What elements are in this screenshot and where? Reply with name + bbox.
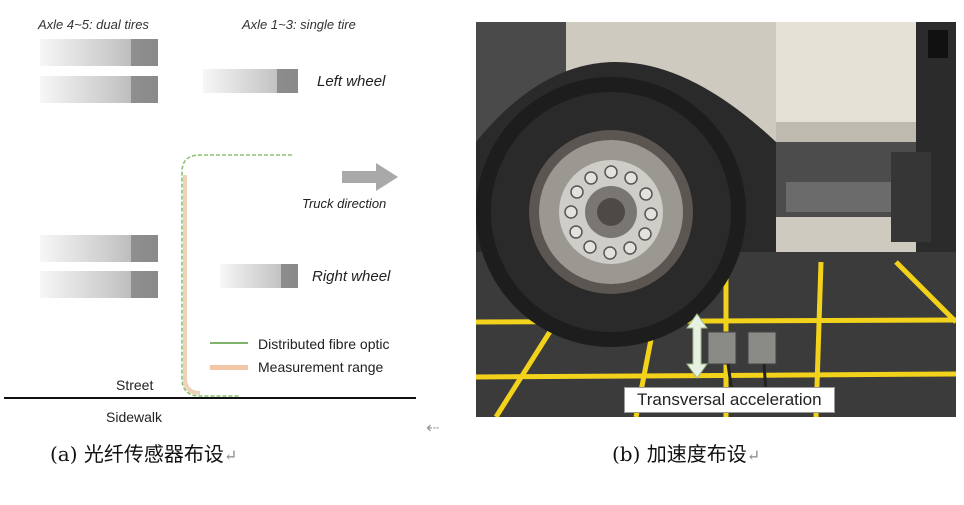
return-mark-icon: ↵ xyxy=(223,446,238,465)
sidewalk-label: Sidewalk xyxy=(106,409,163,425)
return-arrow-icon: ⇠ xyxy=(426,420,440,437)
street-label: Street xyxy=(116,377,154,393)
fibre-legend-label: Distributed fibre optic xyxy=(258,336,390,352)
curb-line xyxy=(4,397,416,399)
caption-a-text: (a) 光纤传感器布设 xyxy=(50,442,224,466)
caption-a: (a) 光纤传感器布设↵ xyxy=(50,438,237,467)
measurement-legend-label: Measurement range xyxy=(258,359,384,375)
truck-wheel-illustration xyxy=(476,22,956,417)
left-wheel-label: Left wheel xyxy=(317,73,386,90)
dual-tire-right-2 xyxy=(40,271,158,298)
single-tire-left xyxy=(203,69,298,93)
single-tire-header: Axle 1~3: single tire xyxy=(242,17,356,32)
single-tire-right xyxy=(220,264,298,288)
measurement-legend-swatch xyxy=(210,365,248,370)
dual-tires-header: Axle 4~5: dual tires xyxy=(38,17,149,32)
dual-tire-left-1 xyxy=(40,39,158,66)
truck-direction-arrow-icon xyxy=(342,163,398,191)
transversal-acceleration-label: Transversal acceleration xyxy=(624,387,835,413)
caption-b-text: (b) 加速度布设 xyxy=(612,442,747,466)
dual-tire-left-2 xyxy=(40,76,158,103)
truck-direction-label: Truck direction xyxy=(302,196,387,211)
accelerometer-photo: Transversal acceleration xyxy=(476,22,956,417)
fibre-layout-schematic: Axle 4~5: dual tires Axle 1~3: single ti… xyxy=(0,0,420,440)
fibre-optic-path xyxy=(181,154,292,397)
right-wheel-label: Right wheel xyxy=(312,268,391,285)
return-mark-icon: ↵ xyxy=(746,446,761,465)
fibre-legend-swatch xyxy=(210,342,248,344)
caption-b: (b) 加速度布设↵ xyxy=(612,438,760,467)
dual-tire-right-1 xyxy=(40,235,158,262)
